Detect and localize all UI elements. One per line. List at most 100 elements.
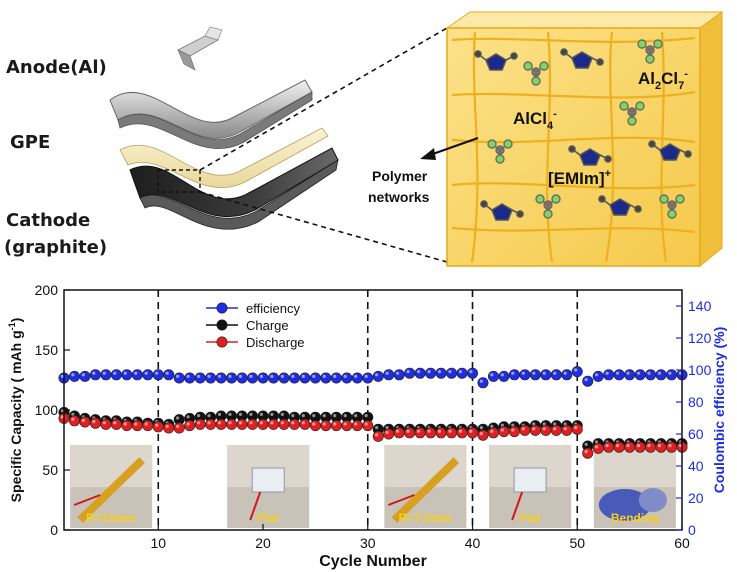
data-point [257, 372, 269, 384]
data-point [100, 418, 112, 430]
data-point-highlight [553, 371, 557, 375]
data-point-highlight [595, 373, 599, 377]
data-point [79, 416, 91, 428]
data-point [121, 420, 133, 432]
legend-label: efficiency [246, 301, 300, 316]
anode-label: Anode(Al) [6, 57, 107, 78]
data-point [299, 418, 311, 430]
battery-schematic: AlCl4- Al2Cl7- [EMIm]+ Polymer networks [109, 11, 724, 268]
data-point-highlight [458, 370, 463, 374]
inset-wire [388, 494, 415, 506]
data-point [142, 369, 154, 381]
data-point-highlight [207, 421, 211, 425]
data-point-highlight [490, 373, 494, 377]
data-point-highlight [563, 371, 567, 375]
data-point [624, 441, 636, 453]
data-point-highlight [375, 426, 379, 430]
data-point [89, 417, 101, 429]
inset-wire [73, 494, 101, 506]
data-point [267, 372, 279, 384]
data-point-highlight [500, 423, 504, 427]
data-point [592, 442, 604, 454]
series-efficiency [58, 366, 688, 389]
data-point [603, 369, 615, 381]
data-point [341, 420, 353, 432]
data-point-highlight [312, 422, 316, 426]
data-point [540, 424, 552, 436]
data-point-highlight [479, 379, 483, 383]
data-point-highlight [668, 371, 672, 375]
inset-glove-2 [638, 488, 667, 512]
data-point-highlight [511, 428, 515, 432]
data-point-highlight [270, 374, 274, 378]
data-point-highlight [657, 444, 662, 448]
data-point-highlight [155, 423, 159, 427]
plot-frame [63, 289, 683, 531]
data-point-highlight [322, 414, 326, 418]
data-point [645, 369, 657, 381]
data-point-highlight [249, 412, 253, 416]
data-point [267, 418, 279, 430]
data-point-highlight [437, 370, 442, 374]
data-point [205, 372, 217, 384]
data-point-highlight [113, 421, 117, 425]
data-point-highlight [364, 422, 368, 426]
data-point-highlight [511, 371, 515, 375]
data-point-highlight [584, 450, 588, 454]
data-point-highlight [678, 444, 683, 448]
data-point [194, 372, 206, 384]
data-point [131, 369, 143, 381]
data-point [613, 441, 625, 453]
data-point-highlight [165, 371, 169, 375]
data-point [666, 441, 678, 453]
data-point-highlight [102, 371, 106, 375]
data-point [163, 422, 175, 434]
data-point [121, 369, 133, 381]
data-point-highlight [458, 429, 463, 433]
data-point [487, 427, 499, 439]
data-point [592, 370, 604, 382]
data-point [205, 418, 217, 430]
x-tick-label: 50 [569, 535, 585, 551]
inset-label: Flat [258, 511, 279, 525]
data-point [110, 418, 122, 430]
data-point-highlight [595, 445, 599, 449]
data-point-highlight [238, 374, 243, 378]
data-point-highlight [343, 422, 347, 426]
data-point-highlight [217, 412, 222, 416]
data-point [624, 369, 636, 381]
data-point-highlight [207, 414, 211, 418]
data-point-highlight [406, 370, 410, 374]
legend-marker [216, 319, 228, 331]
data-point-highlight [186, 374, 190, 378]
data-point [404, 367, 416, 379]
data-point-highlight [406, 429, 410, 433]
data-point-highlight [333, 374, 337, 378]
data-point [446, 427, 458, 439]
data-point-highlight [647, 371, 651, 375]
y-tick-label: 100 [35, 402, 59, 418]
data-point [341, 372, 353, 384]
data-point-highlight [678, 371, 683, 375]
data-point-highlight [563, 427, 567, 431]
y2-tick-label: 80 [688, 394, 704, 410]
data-point-highlight [364, 374, 368, 378]
inset-cell [391, 457, 460, 523]
inset-label: R=15mm [86, 511, 136, 525]
data-point [561, 369, 573, 381]
inset-cell [513, 467, 547, 493]
y2-tick-label: 100 [688, 362, 712, 378]
y2-axis-title: Coulombic efficiency (%) [711, 327, 727, 493]
data-point-highlight [228, 374, 232, 378]
y2-tick-label: 120 [688, 330, 712, 346]
y2-tick-label: 40 [688, 458, 704, 474]
data-point [131, 420, 143, 432]
data-point-highlight [60, 409, 64, 413]
y-axis-title-main: Specific Capacity ( mAh g [8, 330, 24, 502]
data-point [508, 426, 520, 438]
inset-photo-1: R=15mm [70, 445, 153, 528]
data-point [215, 418, 227, 430]
data-point [309, 372, 321, 384]
data-point-highlight [469, 370, 473, 374]
data-point-highlight [574, 368, 578, 372]
